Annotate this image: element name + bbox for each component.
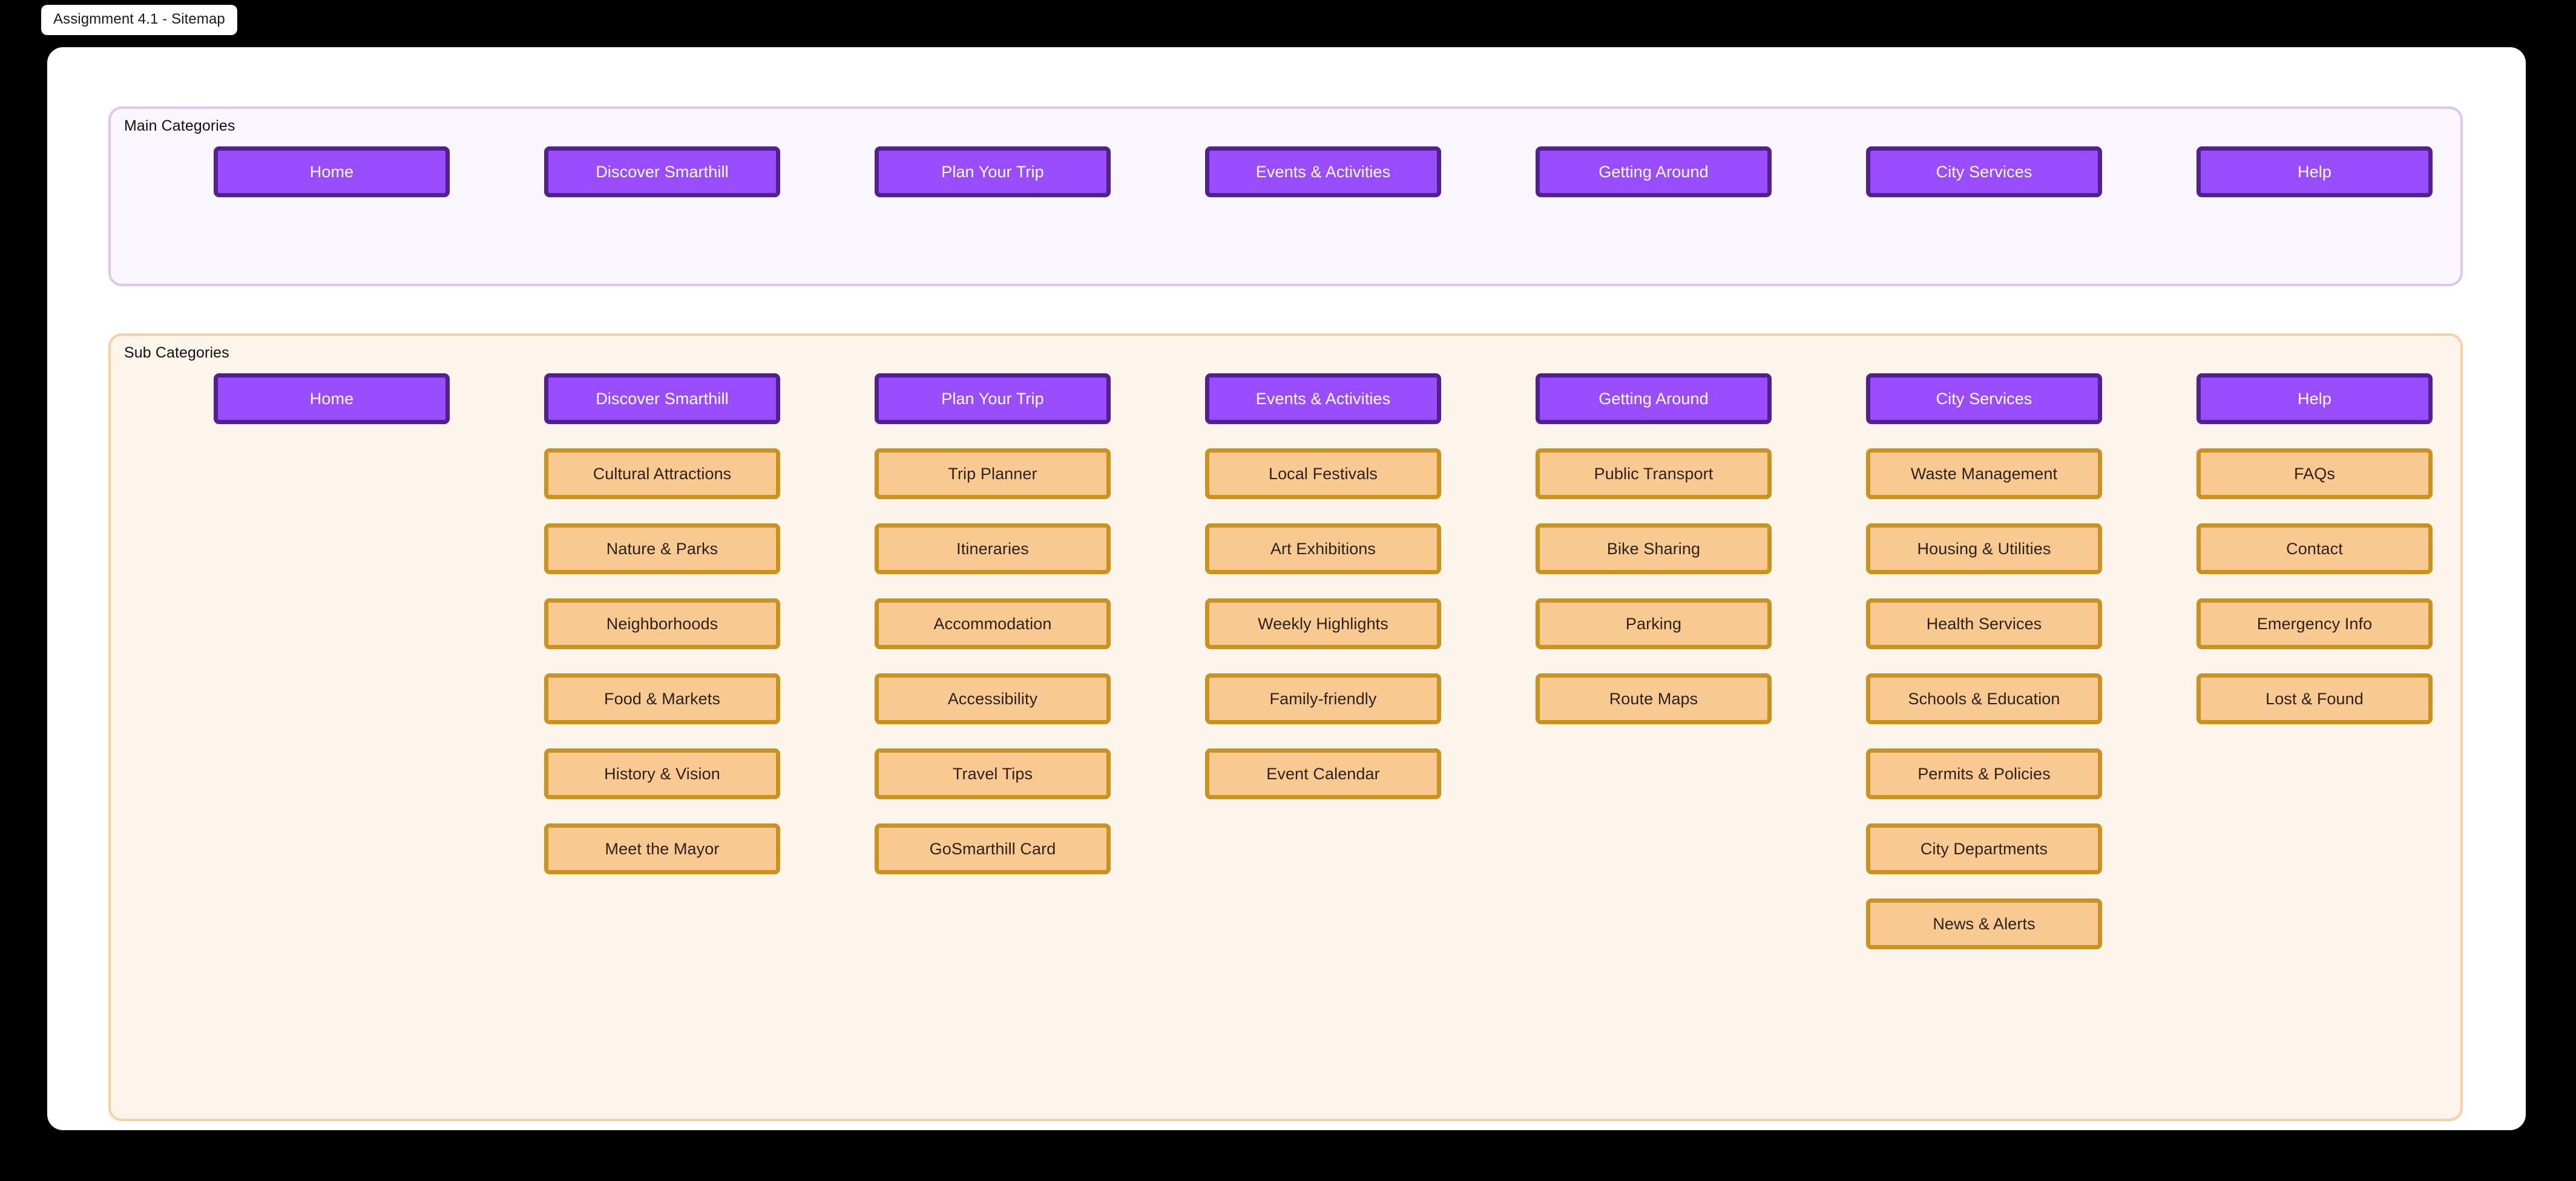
main-category-node-events-and-activities[interactable]: Events & Activities xyxy=(1205,146,1441,197)
main-category-node-help[interactable]: Help xyxy=(2196,146,2433,197)
sub-category-node-lost-and-found[interactable]: Lost & Found xyxy=(2196,673,2433,724)
sub-category-node-accessibility[interactable]: Accessibility xyxy=(875,673,1111,724)
sub-category-node-city-departments[interactable]: City Departments xyxy=(1866,823,2102,874)
sub-column-header-city-services[interactable]: City Services xyxy=(1866,373,2102,424)
sub-category-node-nature-and-parks[interactable]: Nature & Parks xyxy=(544,523,780,574)
main-category-column-events-and-activities: Events & Activities xyxy=(1205,146,1441,197)
main-category-column-help: Help xyxy=(2196,146,2433,197)
main-category-column-home: Home xyxy=(214,146,450,197)
sub-category-node-neighborhoods[interactable]: Neighborhoods xyxy=(544,598,780,649)
sub-category-node-faqs[interactable]: FAQs xyxy=(2196,448,2433,499)
sub-column-header-discover-smarthill[interactable]: Discover Smarthill xyxy=(544,373,780,424)
sub-column-header-plan-your-trip[interactable]: Plan Your Trip xyxy=(875,373,1111,424)
main-categories-row: Home Discover Smarthill Plan Your Trip Even… xyxy=(111,109,2460,284)
main-category-column-discover-smarthill: Discover Smarthill xyxy=(544,146,780,197)
sub-category-node-art-exhibitions[interactable]: Art Exhibitions xyxy=(1205,523,1441,574)
sub-column-header-getting-around[interactable]: Getting Around xyxy=(1536,373,1772,424)
main-category-column-city-services: City Services xyxy=(1866,146,2102,197)
sub-category-node-public-transport[interactable]: Public Transport xyxy=(1536,448,1772,499)
sub-category-node-health-services[interactable]: Health Services xyxy=(1866,598,2102,649)
main-category-node-plan-your-trip[interactable]: Plan Your Trip xyxy=(875,146,1111,197)
sub-category-node-parking[interactable]: Parking xyxy=(1536,598,1772,649)
sub-category-node-meet-the-mayor[interactable]: Meet the Mayor xyxy=(544,823,780,874)
sub-category-node-history-and-vision[interactable]: History & Vision xyxy=(544,748,780,799)
sub-column-header-help[interactable]: Help xyxy=(2196,373,2433,424)
sub-categories-label: Sub Categories xyxy=(124,344,229,361)
sub-category-node-event-calendar[interactable]: Event Calendar xyxy=(1205,748,1441,799)
sub-category-node-schools-and-education[interactable]: Schools & Education xyxy=(1866,673,2102,724)
sub-category-node-family-friendly[interactable]: Family-friendly xyxy=(1205,673,1441,724)
sub-category-node-news-and-alerts[interactable]: News & Alerts xyxy=(1866,898,2102,949)
sub-category-node-waste-management[interactable]: Waste Management xyxy=(1866,448,2102,499)
sub-category-node-food-and-markets[interactable]: Food & Markets xyxy=(544,673,780,724)
sub-category-node-trip-planner[interactable]: Trip Planner xyxy=(875,448,1111,499)
sub-category-node-route-maps[interactable]: Route Maps xyxy=(1536,673,1772,724)
sub-category-node-local-festivals[interactable]: Local Festivals xyxy=(1205,448,1441,499)
sub-column-header-events-and-activities[interactable]: Events & Activities xyxy=(1205,373,1441,424)
main-category-node-city-services[interactable]: City Services xyxy=(1866,146,2102,197)
sub-category-node-weekly-highlights[interactable]: Weekly Highlights xyxy=(1205,598,1441,649)
main-categories-panel: Main Categories Home Discover Smarthill Pl… xyxy=(108,106,2463,286)
main-category-column-plan-your-trip: Plan Your Trip xyxy=(875,146,1111,197)
sub-category-node-cultural-attractions[interactable]: Cultural Attractions xyxy=(544,448,780,499)
sub-category-node-bike-sharing[interactable]: Bike Sharing xyxy=(1536,523,1772,574)
main-category-column-getting-around: Getting Around xyxy=(1536,146,1772,197)
main-category-node-discover-smarthill[interactable]: Discover Smarthill xyxy=(544,146,780,197)
sub-category-node-gosmarthill-card[interactable]: GoSmarthill Card xyxy=(875,823,1111,874)
document-title-chip: Assigmment 4.1 - Sitemap xyxy=(41,5,237,35)
main-category-node-getting-around[interactable]: Getting Around xyxy=(1536,146,1772,197)
sub-category-column-home: Home xyxy=(214,373,450,424)
sub-category-node-housing-and-utilities[interactable]: Housing & Utilities xyxy=(1866,523,2102,574)
main-categories-label: Main Categories xyxy=(124,117,235,134)
sub-category-node-travel-tips[interactable]: Travel Tips xyxy=(875,748,1111,799)
main-category-node-home[interactable]: Home xyxy=(214,146,450,197)
sub-column-header-home[interactable]: Home xyxy=(214,373,450,424)
sub-category-node-accommodation[interactable]: Accommodation xyxy=(875,598,1111,649)
sub-category-node-emergency-info[interactable]: Emergency Info xyxy=(2196,598,2433,649)
sub-category-node-permits-and-policies[interactable]: Permits & Policies xyxy=(1866,748,2102,799)
sub-category-node-contact[interactable]: Contact xyxy=(2196,523,2433,574)
sub-category-node-itineraries[interactable]: Itineraries xyxy=(875,523,1111,574)
